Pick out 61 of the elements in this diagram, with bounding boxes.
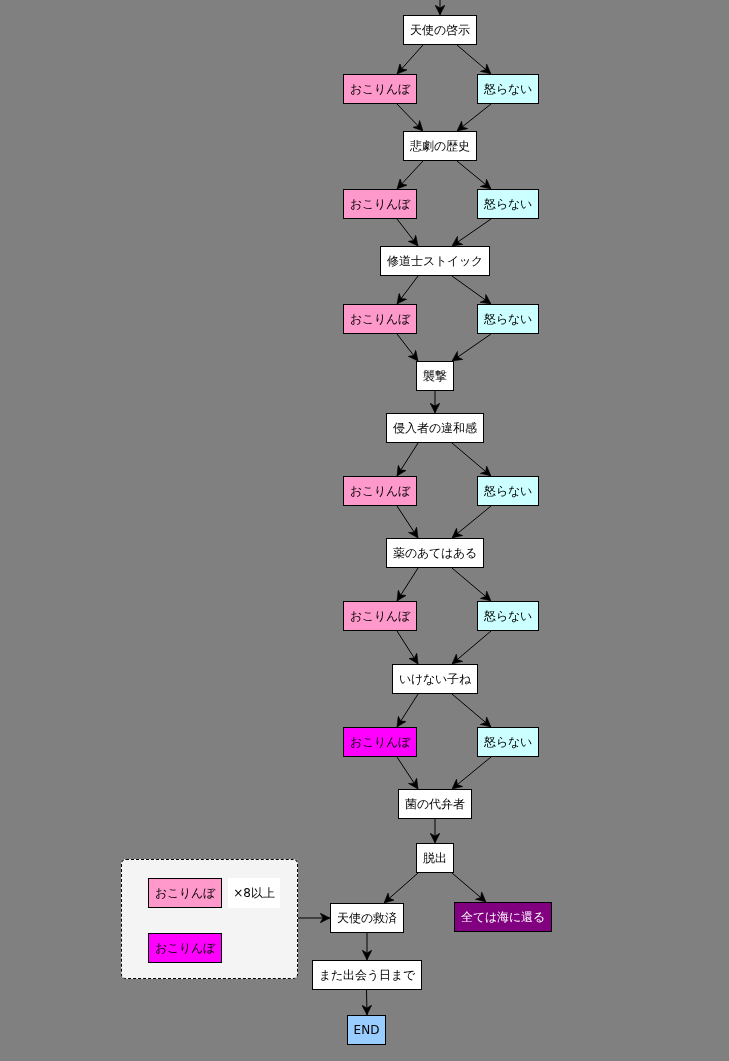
process-box: 薬のあてはある <box>386 538 484 568</box>
arrow <box>297 912 331 924</box>
choice-box: 怒らない <box>477 727 539 757</box>
ending-box: 全ては海に還る <box>454 902 552 932</box>
arrow <box>361 989 373 1016</box>
arrow <box>396 103 424 132</box>
choice-box: 怒らない <box>477 304 539 334</box>
choice-box: おこりんぼ <box>343 601 417 631</box>
arrow <box>396 333 419 362</box>
arrow <box>396 505 419 539</box>
choice-box: おこりんぼ <box>343 476 417 506</box>
choice-box: 怒らない <box>477 189 539 219</box>
arrow <box>456 103 492 132</box>
arrow <box>396 44 424 75</box>
arrow <box>451 333 492 362</box>
arrow <box>451 442 492 477</box>
process-box: また出会う日まで <box>312 960 422 990</box>
arrow <box>434 0 446 16</box>
process-box: 天使の救済 <box>330 903 404 933</box>
choice-box: おこりんぼ <box>343 74 417 104</box>
arrow <box>396 567 419 602</box>
arrow <box>396 693 419 728</box>
process-box: 修道士ストイック <box>380 246 490 276</box>
arrow <box>383 872 419 904</box>
process-box: 脱出 <box>416 843 454 873</box>
process-box: 天使の啓示 <box>403 15 477 45</box>
choice-box: 怒らない <box>477 476 539 506</box>
process-box: 襲撃 <box>416 361 454 391</box>
arrow <box>451 505 492 539</box>
arrow <box>396 756 419 790</box>
arrow <box>429 818 441 844</box>
process-box: 悲劇の歴史 <box>403 131 477 161</box>
arrow <box>451 693 492 728</box>
process-box: 侵入者の違和感 <box>386 413 484 443</box>
process-box: 菌の代弁者 <box>398 789 472 819</box>
group-frame <box>121 859 298 979</box>
arrow <box>451 872 487 903</box>
arrow <box>456 160 492 190</box>
arrow <box>396 218 419 247</box>
process-box: いけない子ね <box>392 664 478 694</box>
arrow <box>429 390 441 414</box>
arrow <box>456 44 492 75</box>
choice-box: おこりんぼ <box>343 304 417 334</box>
arrow <box>451 630 492 665</box>
arrow <box>451 756 492 790</box>
choice-box: 怒らない <box>477 601 539 631</box>
choice-box: おこりんぼ <box>343 727 417 757</box>
arrow <box>396 160 424 190</box>
choice-box: おこりんぼ <box>148 933 222 963</box>
end-terminal: END <box>347 1015 386 1045</box>
note-box: ×8以上 <box>228 878 280 908</box>
arrow <box>396 442 419 477</box>
choice-box: おこりんぼ <box>148 878 222 908</box>
arrow <box>451 275 492 305</box>
choice-box: 怒らない <box>477 74 539 104</box>
arrow <box>361 932 373 961</box>
choice-box: おこりんぼ <box>343 189 417 219</box>
arrow <box>451 567 492 602</box>
arrow <box>451 218 492 247</box>
arrow <box>396 275 419 305</box>
arrow <box>396 630 419 665</box>
